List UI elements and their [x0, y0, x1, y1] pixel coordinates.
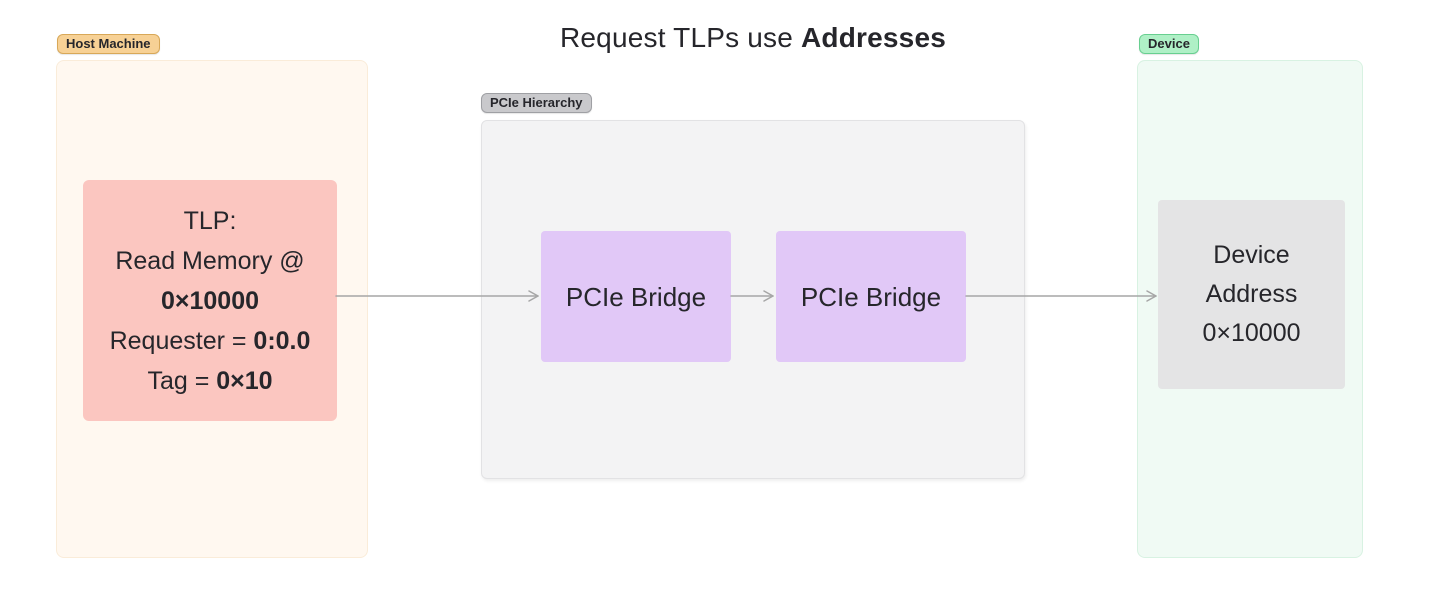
tlp-line-title: TLP:: [183, 206, 237, 235]
device-address-line2: Address: [1205, 280, 1298, 308]
tlp-line-address: 0×10000: [161, 281, 259, 321]
tlp-line-operation: Read Memory @: [115, 246, 305, 275]
pcie-hierarchy-badge: PCIe Hierarchy: [481, 93, 592, 113]
tlp-line-tag: Tag = 0×10: [147, 361, 272, 401]
host-machine-panel: TLP: Read Memory @ 0×10000 Requester = 0…: [56, 60, 368, 558]
tlp-tag-label: Tag =: [147, 366, 217, 395]
tlp-box: TLP: Read Memory @ 0×10000 Requester = 0…: [83, 180, 337, 421]
device-address-line1: Device: [1213, 241, 1290, 269]
tlp-tag-value: 0×10: [216, 366, 273, 395]
tlp-requester-label: Requester =: [109, 326, 254, 355]
pcie-bridge-box-2: PCIe Bridge: [776, 231, 966, 362]
tlp-address-value: 0×10000: [160, 286, 260, 315]
device-address-box: Device Address 0×10000: [1158, 200, 1345, 389]
pcie-bridge-box-1: PCIe Bridge: [541, 231, 731, 362]
tlp-line-requester: Requester = 0:0.0: [110, 321, 311, 361]
tlp-requester-value: 0:0.0: [253, 326, 311, 355]
device-badge: Device: [1139, 34, 1199, 54]
page-title: Request TLPs use Addresses: [481, 22, 1025, 54]
pcie-hierarchy-panel: PCIe Bridge PCIe Bridge: [481, 120, 1025, 479]
host-machine-badge: Host Machine: [57, 34, 160, 54]
device-panel: Device Address 0×10000: [1137, 60, 1363, 558]
device-address-line3: 0×10000: [1202, 319, 1301, 347]
page-title-emphasis: Addresses: [801, 22, 947, 53]
page-title-text: Request TLPs use: [559, 22, 802, 53]
